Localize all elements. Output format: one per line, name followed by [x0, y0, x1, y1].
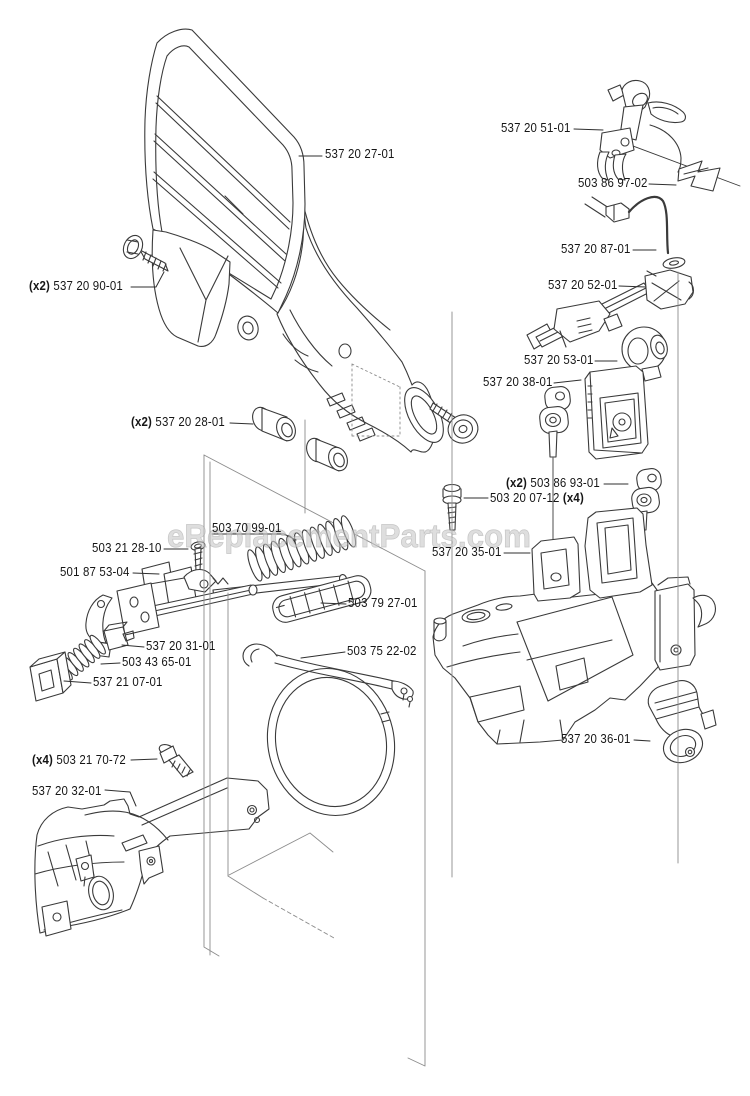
part-label-537-20-28-01[interactable]: (x2) 537 20 28-01 — [131, 414, 225, 429]
part-label-503-86-97-02[interactable]: 503 86 97-02 — [578, 175, 648, 190]
part-label-537-20-90-01[interactable]: (x2) 537 20 90-01 — [29, 278, 123, 293]
part-label-503-21-28-10[interactable]: 503 21 28-10 — [92, 540, 162, 555]
part-label-537-20-52-01[interactable]: 537 20 52-01 — [548, 277, 618, 292]
watermark-text: eReplacementParts.com — [167, 518, 531, 554]
clutch-cover-drawing — [34, 777, 270, 937]
part-label-537-20-31-01[interactable]: 537 20 31-01 — [146, 638, 216, 653]
part-label-537-20-38-01[interactable]: 537 20 38-01 — [483, 374, 553, 389]
crankcase-drawing — [432, 507, 716, 745]
bushings-drawing — [252, 406, 348, 472]
cover-screw-drawing — [158, 744, 194, 778]
part-label-537-20-53-01[interactable]: 537 20 53-01 — [524, 352, 594, 367]
part-label-537-21-07-01[interactable]: 537 21 07-01 — [93, 674, 163, 689]
part-label-503-86-93-01[interactable]: (x2) 503 86 93-01 — [506, 475, 600, 490]
rubber-buffer2-drawing — [631, 468, 662, 531]
label-leader-lines — [63, 128, 677, 807]
part-label-503-20-07-12[interactable]: 503 20 07-12 (x4) — [490, 490, 584, 505]
brake-band-drawing — [242, 643, 414, 817]
part-label-503-70-99-01[interactable]: 503 70 99-01 — [212, 520, 282, 535]
ribbed-cover-drawing — [272, 575, 372, 623]
hand-guard-drawing — [144, 28, 352, 359]
brake-lever-bracket-drawing — [526, 269, 695, 350]
oiler-pump-drawing — [647, 680, 717, 764]
part-label-501-87-53-04[interactable]: 501 87 53-04 — [60, 564, 130, 579]
part-label-503-75-22-02[interactable]: 503 75 22-02 — [347, 643, 417, 658]
part-label-537-20-32-01[interactable]: 537 20 32-01 — [32, 783, 102, 798]
knee-joint-ring-drawing — [603, 313, 668, 382]
part-label-537-20-87-01[interactable]: 537 20 87-01 — [561, 241, 631, 256]
part-label-537-20-35-01[interactable]: 537 20 35-01 — [432, 544, 502, 559]
part-label-503-43-65-01[interactable]: 503 43 65-01 — [122, 654, 192, 669]
assembly-guide-lines-under — [203, 419, 426, 572]
part-label-537-20-51-01[interactable]: 537 20 51-01 — [501, 120, 571, 135]
brake-cable-drawing — [605, 195, 686, 269]
part-label-537-20-27-01[interactable]: 537 20 27-01 — [325, 146, 395, 161]
guard-screw-drawing — [122, 234, 169, 272]
part-label-503-21-70-72[interactable]: (x4) 503 21 70-72 — [32, 752, 126, 767]
lever-assembly-drawing — [29, 541, 258, 702]
assembly-guide-lines — [203, 271, 679, 1067]
catcher-block-drawing — [584, 365, 649, 460]
part-label-537-20-36-01[interactable]: 537 20 36-01 — [561, 731, 631, 746]
brake-spring-drawing — [247, 515, 357, 582]
part-label-503-79-27-01[interactable]: 503 79 27-01 — [348, 595, 418, 610]
rubber-buffer-drawing — [539, 386, 571, 543]
brake-trigger-drawing — [597, 79, 741, 187]
